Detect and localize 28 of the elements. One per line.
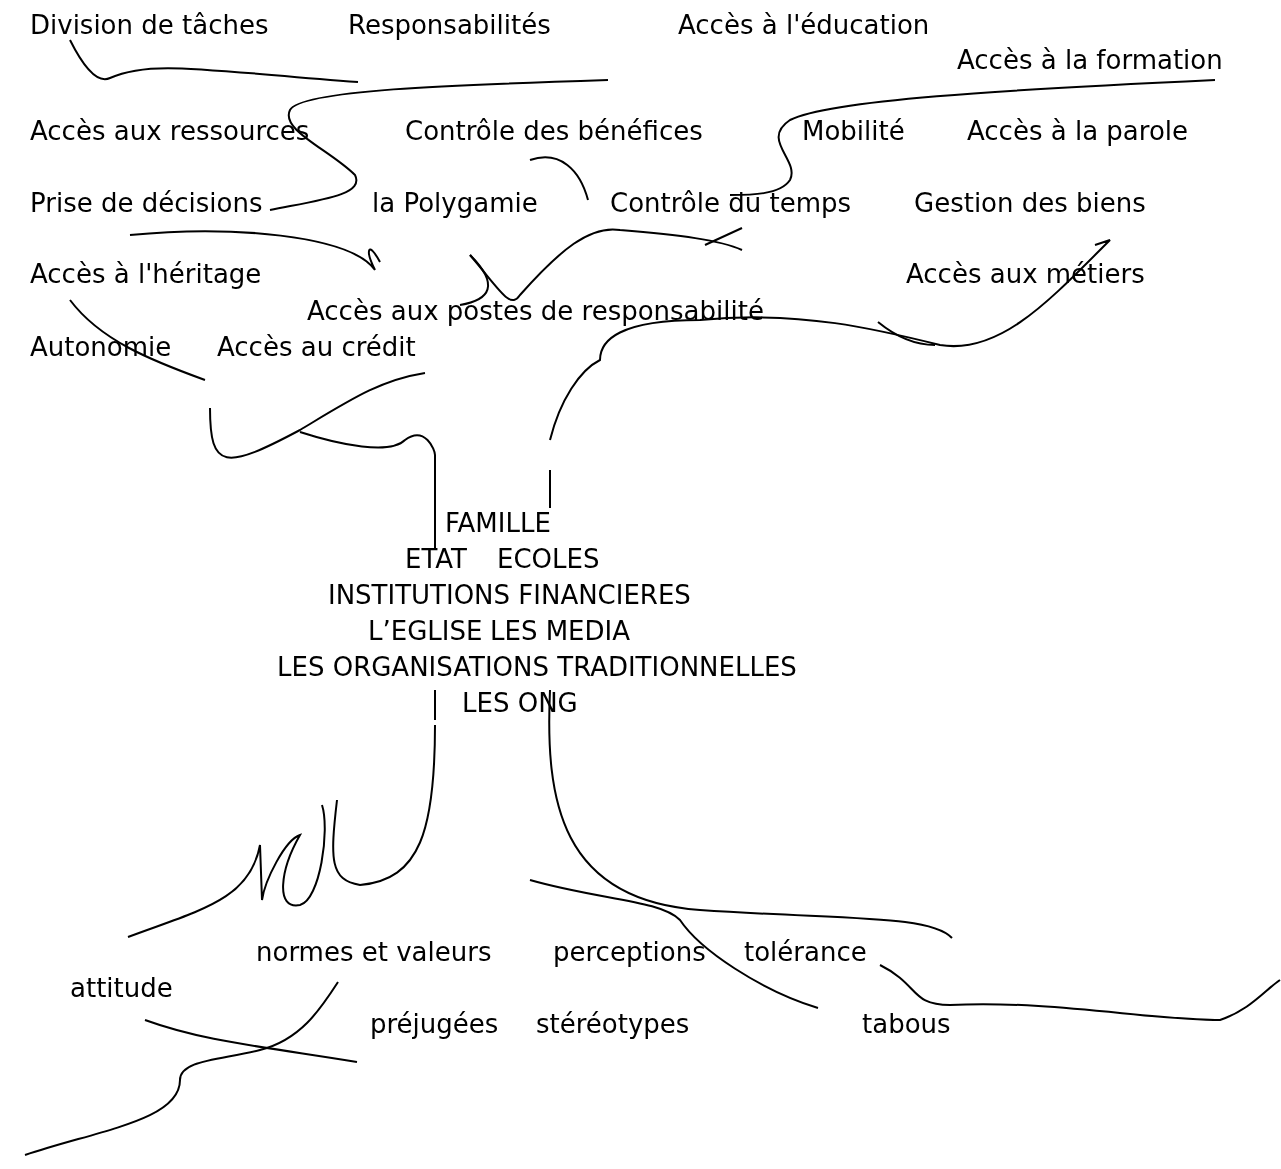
label-text: LES MEDIA <box>490 615 631 647</box>
label-text: Accès au crédit <box>217 331 416 363</box>
label-text: Contrôle du temps <box>610 187 852 219</box>
label-text: normes et valeurs <box>256 936 492 968</box>
label-text: Prise de décisions <box>30 187 263 219</box>
label-text: Accès aux postes de responsabilité <box>307 295 764 327</box>
label-text: ETAT <box>405 543 467 575</box>
label-text: Mobilité <box>802 115 905 147</box>
label-text: perceptions <box>553 936 706 968</box>
label-text: L’EGLISE <box>368 615 483 647</box>
label-text: LES ORGANISATIONS TRADITIONNELLES <box>277 651 797 683</box>
label-text: Accès à la parole <box>967 115 1189 147</box>
label-text: Contrôle des bénéfices <box>405 115 703 147</box>
label-text: ECOLES <box>497 543 600 575</box>
label-text: tabous <box>862 1008 951 1040</box>
label-text: FAMILLE <box>445 507 551 539</box>
label-text: Gestion des biens <box>914 187 1146 219</box>
label-text: Division de tâches <box>30 9 269 41</box>
label-text: la Polygamie <box>372 187 538 219</box>
label-text: INSTITUTIONS FINANCIERES <box>328 579 691 611</box>
label-text: Accès à la formation <box>957 44 1223 76</box>
label-text: préjugées <box>370 1008 499 1040</box>
label-text: Accès à l'éducation <box>678 9 930 41</box>
label-text: Responsabilités <box>348 9 551 41</box>
label-text: attitude <box>70 972 173 1004</box>
label-text: stéréotypes <box>536 1008 690 1040</box>
label-text: tolérance <box>744 936 867 968</box>
label-text: Accès à l'héritage <box>30 258 262 290</box>
